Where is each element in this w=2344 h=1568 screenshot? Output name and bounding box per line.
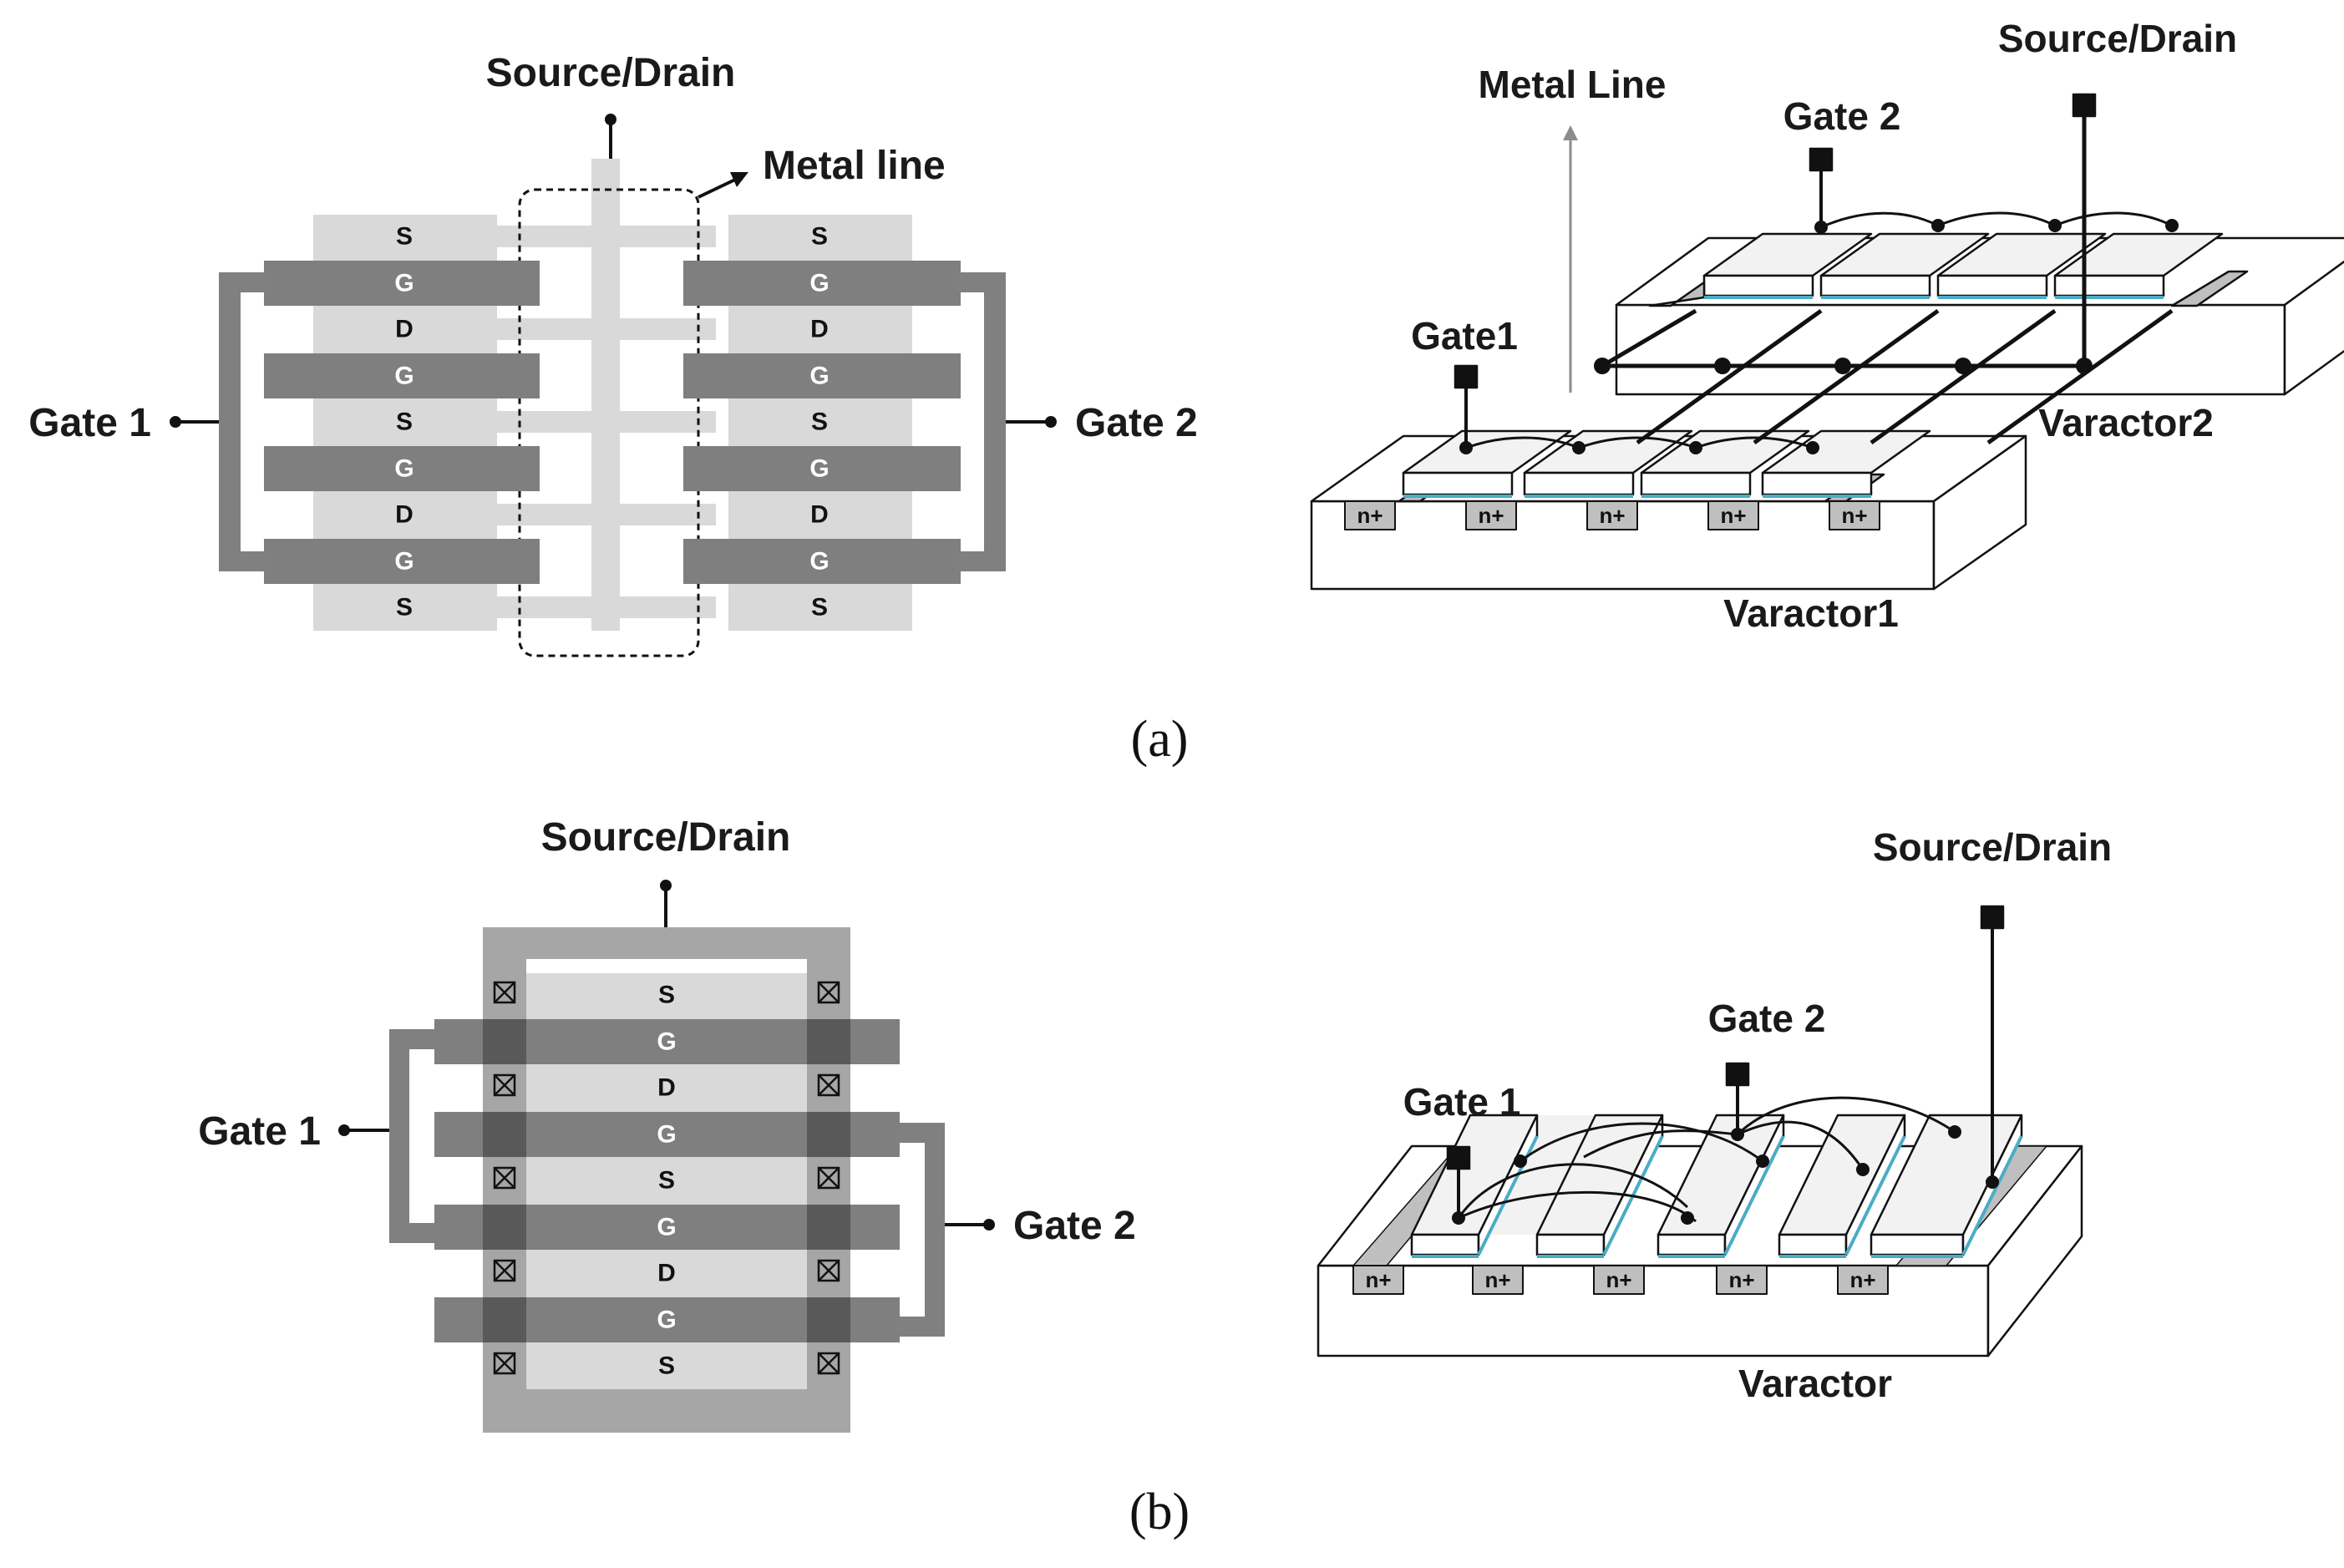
gate1-label-3d-b: Gate 1 — [1403, 1080, 1521, 1124]
gate2-label-3d: Gate 2 — [1783, 94, 1901, 138]
caption-b: (b) — [1129, 1484, 1190, 1540]
caption-a: (a) — [1131, 711, 1189, 768]
varactor2-label: Varactor2 — [2038, 401, 2214, 444]
rows-b: S G D G S G D G S — [657, 982, 676, 1380]
gate1-label: Gate 1 — [28, 401, 151, 445]
svg-text:S: S — [658, 1352, 675, 1380]
svg-text:G: G — [657, 1121, 676, 1149]
source-drain-label-3d: Source/Drain — [1998, 17, 2237, 60]
gate2-terminal-3d-b — [1725, 1062, 1750, 1087]
source-drain-label-3d-b: Source/Drain — [1873, 825, 2112, 869]
gate2-label-3d-b: Gate 2 — [1708, 997, 1826, 1040]
svg-text:n+: n+ — [1849, 1267, 1875, 1292]
svg-text:G: G — [394, 270, 413, 297]
metal-line-label-3d: Metal Line — [1479, 63, 1667, 106]
gate1-label-b: Gate 1 — [198, 1109, 321, 1154]
metal-line-label: Metal line — [763, 144, 946, 188]
svg-text:G: G — [809, 270, 829, 297]
svg-text:n+: n+ — [1599, 503, 1625, 528]
source-drain-terminal-3d-b — [1980, 905, 2005, 930]
svg-text:G: G — [394, 455, 413, 483]
svg-text:G: G — [394, 548, 413, 576]
svg-text:D: D — [657, 1074, 676, 1102]
svg-text:S: S — [396, 223, 413, 251]
gate-fingers — [264, 261, 961, 584]
svg-text:n+: n+ — [1484, 1267, 1510, 1292]
metal-line-comb — [497, 159, 716, 631]
varactor1-label: Varactor1 — [1723, 591, 1899, 635]
gate2-label: Gate 2 — [1075, 401, 1198, 445]
svg-text:S: S — [811, 408, 828, 436]
panel-a-3d-labels: Metal Line Gate 2 Source/Drain Gate1 Var… — [1411, 17, 2237, 635]
source-drain-terminal-b — [660, 880, 672, 891]
panel-a-3d: n+ n+ n+ n+ n+ — [1310, 93, 2344, 591]
gate2-label-b: Gate 2 — [1013, 1204, 1136, 1248]
source-drain-terminal — [605, 114, 616, 125]
gate2-terminal-3d — [1809, 147, 1834, 172]
gate-buses — [219, 272, 1006, 571]
svg-text:S: S — [811, 594, 828, 622]
svg-text:n+: n+ — [1841, 503, 1867, 528]
svg-text:S: S — [658, 1167, 675, 1195]
rows-right: S G D G S G D G S — [809, 223, 829, 622]
source-drain-label: Source/Drain — [486, 51, 736, 95]
svg-text:G: G — [657, 1028, 676, 1056]
contact-marks — [493, 981, 840, 1375]
metal-line-arrow — [730, 172, 748, 187]
panel-a-layout: Source/Drain Metal line Gate 1 — [28, 51, 1198, 657]
rows-left: S G D G S G D G S — [394, 223, 413, 622]
gate2-terminal — [1045, 416, 1057, 428]
svg-text:n+: n+ — [1478, 503, 1504, 528]
svg-text:D: D — [810, 316, 829, 343]
svg-text:n+: n+ — [1606, 1267, 1631, 1292]
svg-text:D: D — [657, 1260, 676, 1287]
svg-text:G: G — [809, 363, 829, 390]
panel-b-layout: Gate 1 Gate 2 Source/Drain S G D G S G D… — [198, 815, 1136, 1433]
source-drain-label-b: Source/Drain — [541, 815, 791, 860]
gate2-terminal-b — [983, 1219, 995, 1231]
varactor-label: Varactor — [1738, 1362, 1892, 1405]
source-drain-terminal-3d — [2072, 93, 2097, 118]
panel-b-3d-labels: Source/Drain Gate 2 Gate 1 Varactor — [1403, 825, 2112, 1405]
svg-text:S: S — [658, 982, 675, 1009]
svg-text:S: S — [811, 223, 828, 251]
svg-text:n+: n+ — [1728, 1267, 1754, 1292]
gate1-label-3d: Gate1 — [1411, 314, 1518, 358]
svg-text:D: D — [810, 501, 829, 529]
svg-text:S: S — [396, 594, 413, 622]
interconnect-grid — [1601, 109, 2174, 445]
svg-text:n+: n+ — [1357, 503, 1383, 528]
gate1-terminal-b — [338, 1124, 350, 1136]
svg-text:G: G — [809, 455, 829, 483]
svg-text:n+: n+ — [1720, 503, 1746, 528]
panel-b-3d: n+ n+ n+ n+ n+ — [1317, 905, 2083, 1357]
svg-text:D: D — [395, 501, 413, 529]
gate1-terminal — [170, 416, 181, 428]
metal-line-arrow-3d — [1563, 125, 1578, 140]
svg-text:n+: n+ — [1365, 1267, 1391, 1292]
svg-text:S: S — [396, 408, 413, 436]
metal-line-outline — [518, 188, 700, 657]
gate1-terminal-3d-b — [1446, 1145, 1471, 1170]
svg-text:G: G — [394, 363, 413, 390]
svg-text:G: G — [657, 1214, 676, 1241]
svg-text:G: G — [809, 548, 829, 576]
svg-text:D: D — [395, 316, 413, 343]
svg-text:G: G — [657, 1307, 676, 1334]
gate1-terminal-3d — [1454, 364, 1479, 389]
